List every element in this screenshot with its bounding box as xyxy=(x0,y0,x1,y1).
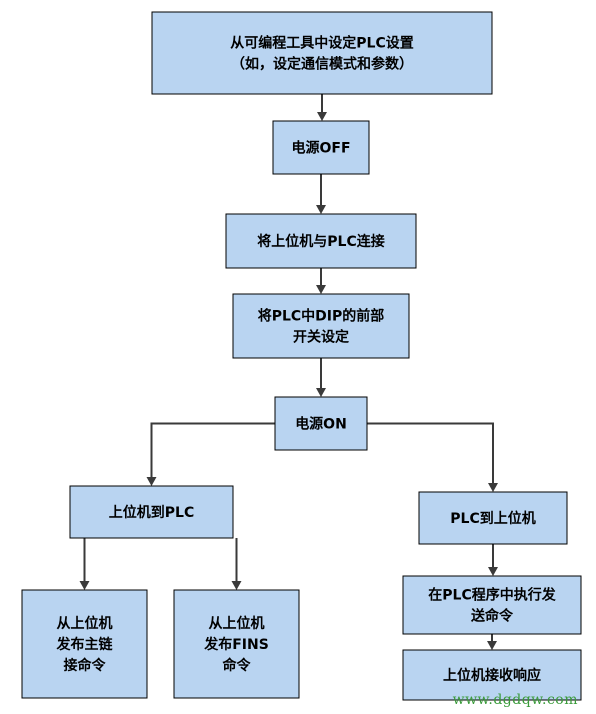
node-box xyxy=(151,11,493,95)
node-power-off: 电源OFF xyxy=(272,120,370,175)
connector-line xyxy=(150,422,275,478)
node-box xyxy=(274,396,368,451)
node-host-to-plc: 上位机到PLC xyxy=(69,485,234,539)
arrowhead xyxy=(79,581,90,590)
node-label-line: 电源ON xyxy=(295,416,347,433)
node-box xyxy=(232,293,410,359)
node-label-line: 开关设定 xyxy=(293,329,349,346)
watermark: www.dgdqw.com xyxy=(452,692,578,708)
node-label-line: 上位机到PLC xyxy=(109,504,194,521)
node-label-line: 发布FINS xyxy=(203,636,269,653)
arrowhead xyxy=(317,112,327,121)
node-label-line: 从可编程工具中设定PLC设置 xyxy=(230,35,413,52)
node-box xyxy=(402,575,582,635)
connectors xyxy=(79,94,498,650)
arrowhead xyxy=(488,483,498,492)
node-box xyxy=(173,589,300,699)
node-connect: 将上位机与PLC连接 xyxy=(225,213,417,269)
arrowhead xyxy=(488,567,498,576)
node-label-line: 从上位机 xyxy=(209,615,265,632)
arrowhead xyxy=(146,477,157,486)
arrowhead xyxy=(316,388,326,397)
node-label-line: 将PLC中DIP的前部 xyxy=(258,308,385,325)
node-label-line: 在PLC程序中执行发 xyxy=(428,587,556,604)
node-label-line: 将上位机与PLC连接 xyxy=(257,233,384,250)
node-label-line: 从上位机 xyxy=(57,615,113,632)
node-label-line: 送命令 xyxy=(470,608,514,625)
node-label-line: 电源OFF xyxy=(291,140,350,157)
nodes: 从可编程工具中设定PLC设置 （如，设定通信模式和参数） 电源OFF 将上位机与PLC… xyxy=(21,11,582,701)
node-box xyxy=(21,589,148,699)
node-label-line: （如，设定通信模式和参数） xyxy=(231,56,413,73)
node-box xyxy=(418,491,568,545)
node-label-line: 接命令 xyxy=(64,657,107,674)
node-label-line: 命令 xyxy=(222,657,252,674)
node-label-line: 上位机接收响应 xyxy=(443,667,541,684)
node-receive: 上位机接收响应 xyxy=(402,649,582,701)
node-box xyxy=(225,213,417,269)
node-plc-to-host: PLC到上位机 xyxy=(418,491,568,545)
arrowhead xyxy=(316,285,326,294)
node-configure: 从可编程工具中设定PLC设置 （如，设定通信模式和参数） xyxy=(151,11,493,95)
arrowhead xyxy=(487,641,497,650)
arrowhead xyxy=(316,205,326,214)
node-power-on: 电源ON xyxy=(274,396,368,451)
node-box xyxy=(272,120,370,175)
connector-line xyxy=(367,422,494,484)
node-label-line: PLC到上位机 xyxy=(450,510,535,527)
node-label-line: 发布主链 xyxy=(56,636,114,653)
arrowhead xyxy=(231,581,242,590)
node-box xyxy=(402,649,582,701)
node-box xyxy=(69,485,234,539)
